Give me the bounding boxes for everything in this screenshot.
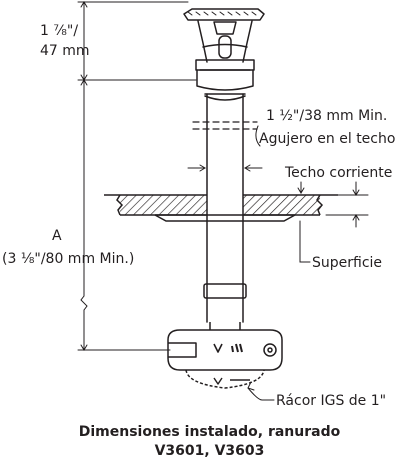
escutcheon-cup [196,69,254,91]
top-dimension-label: 1 ⁷⁄₈"/ [40,23,78,39]
caption-line-2: V3601, V3603 [154,443,265,459]
coupling-label: Rácor IGS de 1" [276,393,386,409]
ceiling-slab [104,194,338,216]
caption-line-1: Dimensiones instalado, ranurado [78,424,341,440]
hole-min-label: 1 ½"/38 mm Min. [266,108,387,124]
top-dimension-mm-label: 47 mm [40,43,90,59]
ceiling-label: Techo corriente [284,165,392,181]
dimension-a-label: A [52,228,62,244]
tube-collar [203,283,247,299]
sprinkler-head [183,8,265,71]
trim-ring [154,214,296,222]
ceiling-hole-label: Agujero en el techo [259,131,395,147]
drop-tube [204,93,246,323]
surface-label: Superficie [312,255,382,271]
dimension-a-min-label: (3 ⅛"/80 mm Min.) [2,251,134,267]
igs-coupling [167,322,283,389]
